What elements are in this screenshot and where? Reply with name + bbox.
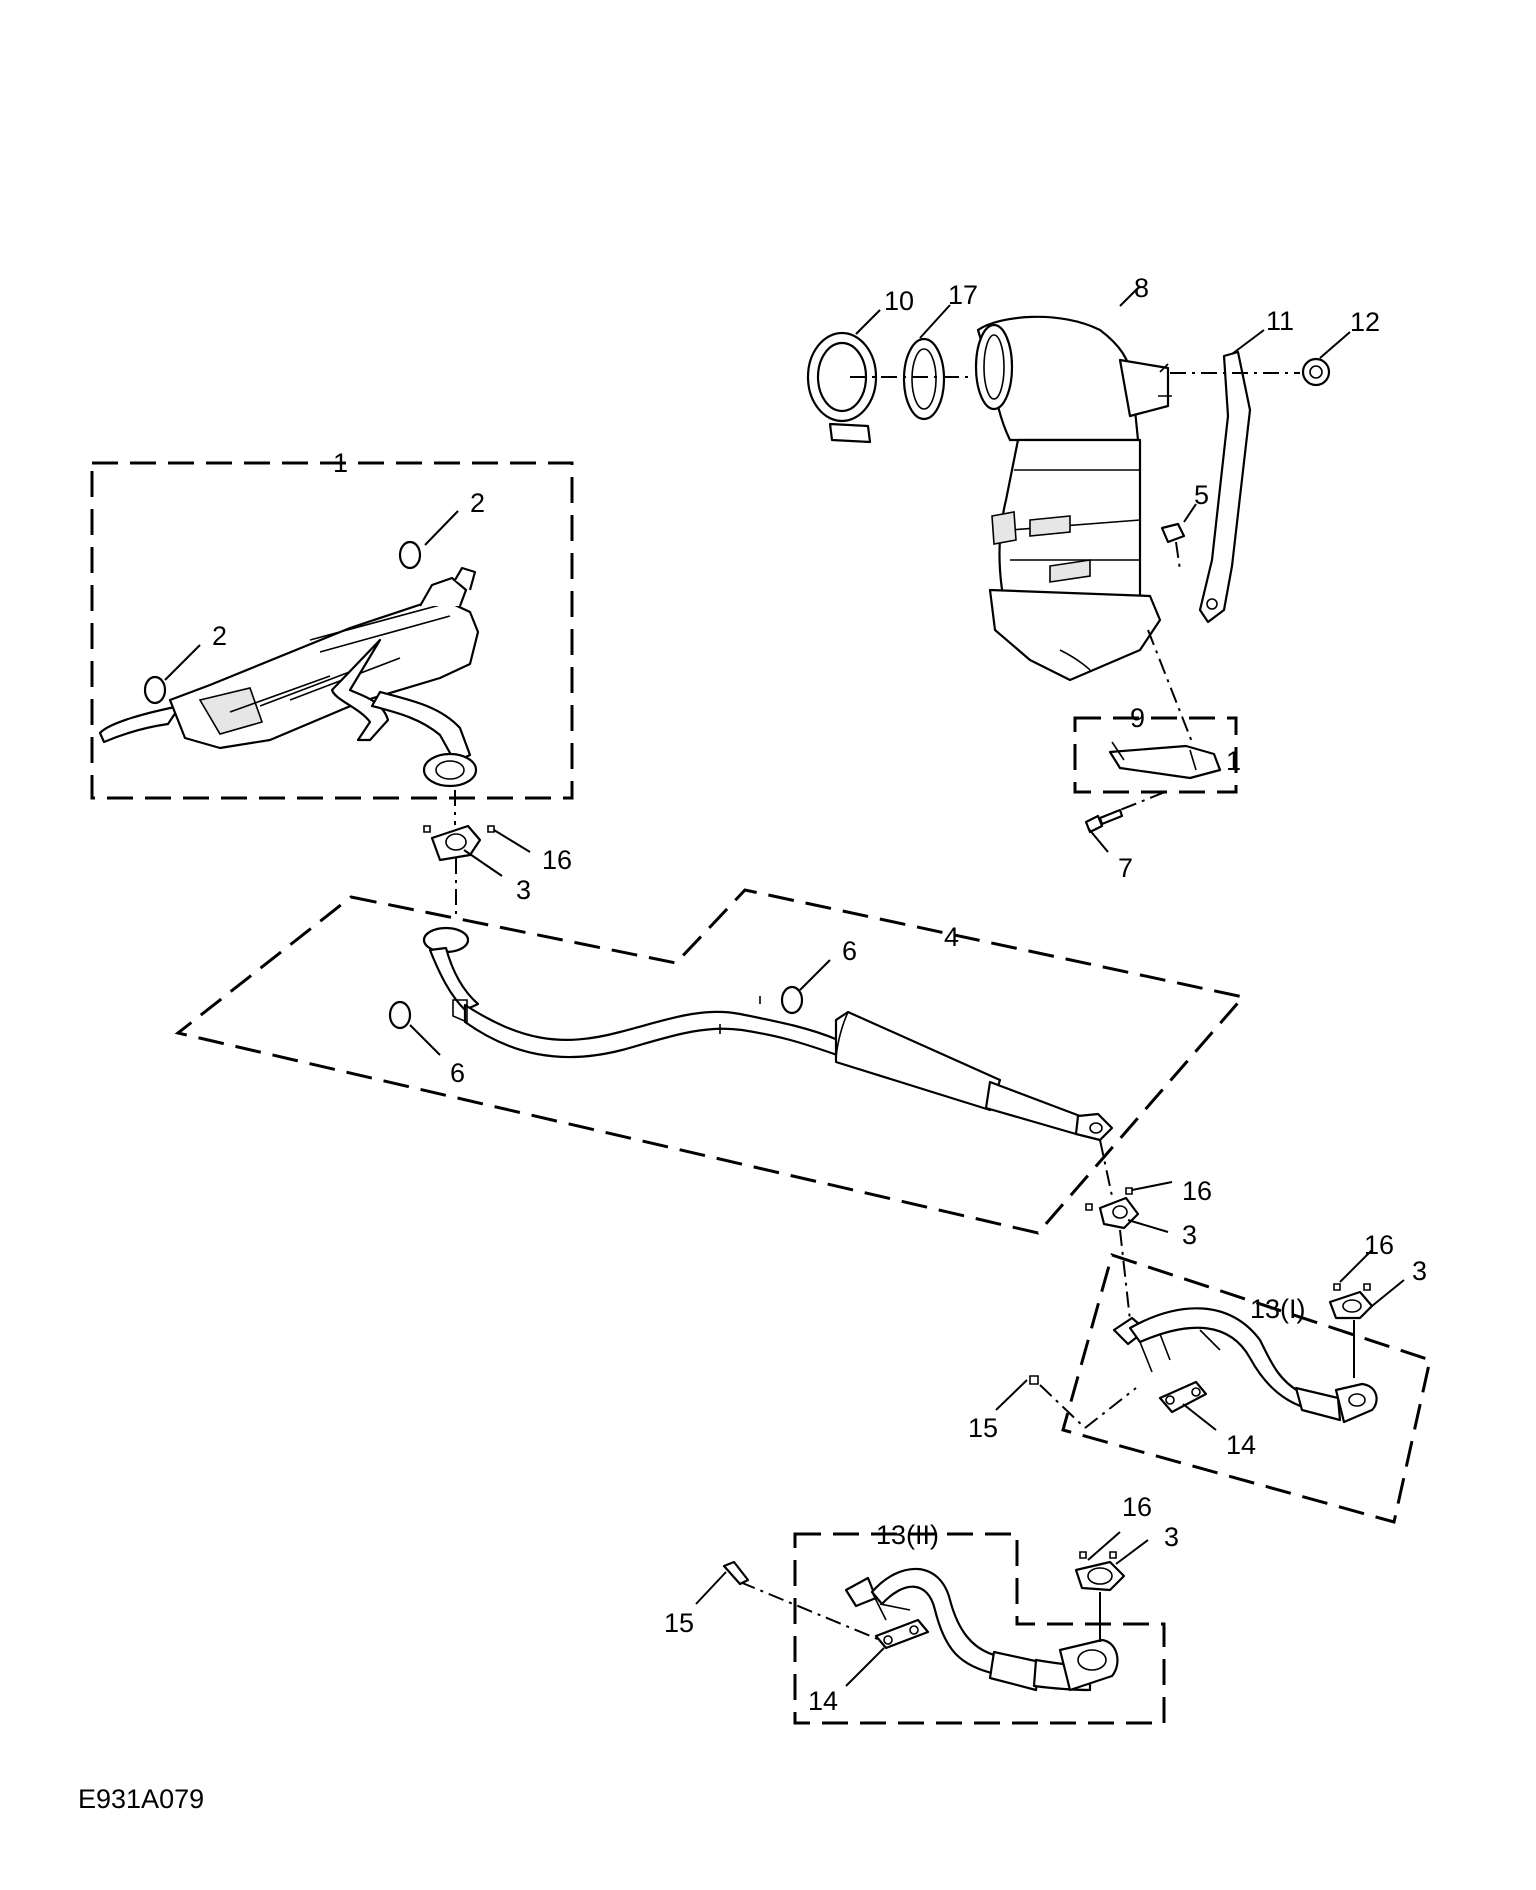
gasket-right-13-II <box>1074 1560 1126 1592</box>
nut-5 <box>1160 522 1186 544</box>
nut-right-13-I-b <box>1363 1283 1371 1291</box>
catalytic-converter <box>974 315 1172 682</box>
callout-6-lower: 6 <box>450 1058 465 1088</box>
bracket-group-box-9 <box>1073 716 1238 794</box>
nut-middle-16b <box>1085 1203 1093 1211</box>
rear-muffler <box>98 566 480 788</box>
callout-4: 4 <box>944 922 959 952</box>
bolt-15-lower <box>722 1560 750 1586</box>
callout-9: 9 <box>1130 703 1145 733</box>
callout-15-upper: 15 <box>968 1413 998 1443</box>
callout-3-upper: 3 <box>516 875 531 905</box>
gasket-14-upper <box>1158 1380 1208 1414</box>
front-pipe-group-box-13-I <box>1061 1253 1432 1524</box>
rubber-insulator-6-upper <box>780 985 804 1015</box>
nut-right <box>487 825 495 833</box>
callout-2-lower: 2 <box>212 621 227 651</box>
nut-left <box>423 825 431 833</box>
callout-13-I: 13(I) <box>1250 1294 1306 1324</box>
callout-16-lower: 16 <box>1122 1492 1152 1522</box>
callout-3-middle: 3 <box>1182 1220 1197 1250</box>
gasket-upper <box>430 824 482 862</box>
callout-12: 12 <box>1350 307 1380 337</box>
callout-14-upper: 14 <box>1226 1430 1256 1460</box>
callout-3-lower: 3 <box>1164 1522 1179 1552</box>
front-pipe-group-box-13-II <box>793 1532 1166 1725</box>
nut-middle-16 <box>1125 1187 1133 1195</box>
callout-3-right: 3 <box>1412 1256 1427 1286</box>
diagram-code: E931A079 <box>78 1784 204 1814</box>
gasket-middle <box>1098 1196 1140 1230</box>
exhaust-clamp <box>806 331 878 444</box>
rubber-insulator-lower <box>143 675 167 705</box>
callout-2-upper: 2 <box>470 488 485 518</box>
flange-gasket <box>902 337 946 421</box>
callout-11: 11 <box>1266 306 1294 336</box>
nut-right-13-I-a <box>1333 1283 1341 1291</box>
nut-right-13-II-a <box>1079 1551 1087 1559</box>
callout-14-lower: 14 <box>808 1686 838 1716</box>
support-bracket <box>1198 350 1252 624</box>
heat-shield-bracket <box>1108 741 1222 780</box>
callout-17: 17 <box>948 280 978 310</box>
gasket-14-lower <box>874 1618 930 1650</box>
bolt-15-upper <box>1029 1375 1039 1385</box>
callout-10: 10 <box>884 286 914 316</box>
gasket-right-13-I <box>1328 1290 1374 1320</box>
callout-16-middle: 16 <box>1182 1176 1212 1206</box>
rear-muffler-group-box <box>90 461 574 800</box>
callout-15-lower: 15 <box>664 1608 694 1638</box>
bolt-7 <box>1084 808 1124 834</box>
callout-16-upper: 16 <box>542 845 572 875</box>
flange-nut <box>1301 357 1331 387</box>
rubber-insulator-6-lower <box>388 1000 412 1030</box>
callout-5: 5 <box>1194 480 1209 510</box>
callout-7: 7 <box>1118 853 1133 883</box>
intermediate-pipe-group-box <box>174 888 1246 1235</box>
callout-6-upper: 6 <box>842 936 857 966</box>
callout-8: 8 <box>1134 273 1149 303</box>
callout-1-bracket: 1 <box>1226 746 1241 776</box>
callout-1: 1 <box>333 448 348 478</box>
nut-right-13-II-b <box>1109 1551 1117 1559</box>
callout-16-right: 16 <box>1364 1230 1394 1260</box>
intermediate-pipe-resonator <box>422 926 1114 1142</box>
front-pipe-13-II <box>844 1567 1119 1692</box>
rubber-insulator-upper <box>398 540 422 570</box>
callout-13-II: 13(II) <box>876 1520 939 1550</box>
front-pipe-13-I <box>1112 1307 1378 1424</box>
